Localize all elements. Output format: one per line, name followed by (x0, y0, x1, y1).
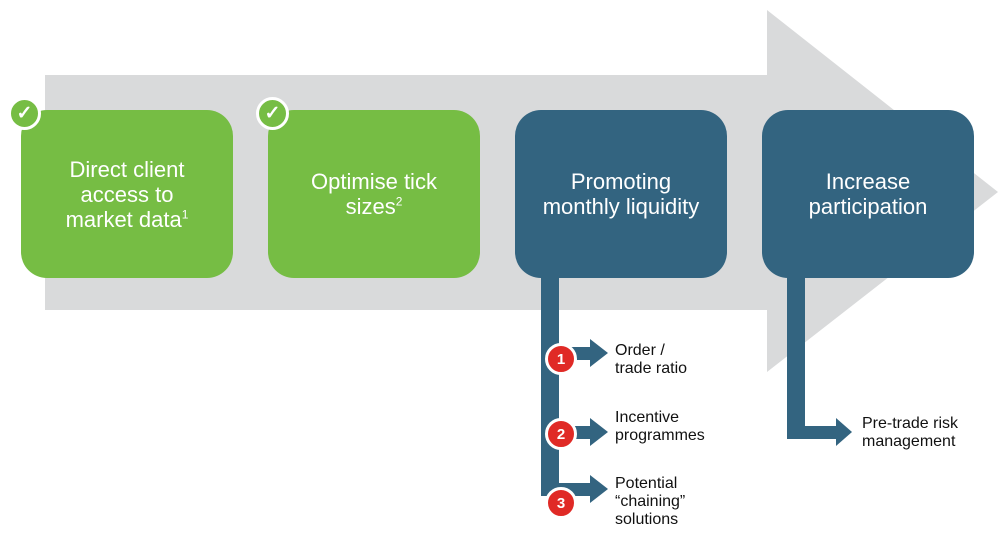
sub-item-line: Pre-trade risk (862, 415, 959, 432)
check-icon: ✓ (256, 97, 289, 130)
branch-head-participation (836, 418, 852, 446)
step-label-line: market data1 (66, 207, 189, 232)
step-label-text: sizes (345, 194, 396, 219)
step-label: Increase participation (809, 169, 928, 219)
branch-head-2 (590, 418, 608, 446)
sub-item-incentive-programmes: Incentive programmes (615, 409, 705, 445)
connector-stem-participation (787, 270, 805, 439)
step-direct-client-access: Direct client access to market data1 (21, 110, 233, 278)
sub-item-line: Potential (615, 475, 678, 492)
number-badge: 1 (545, 343, 577, 375)
sub-item-line: programmes (615, 427, 705, 444)
step-label: Direct client access to market data1 (66, 157, 189, 232)
footnote-marker: 1 (181, 207, 189, 222)
sub-item-line: Incentive (615, 409, 680, 426)
step-label: Promoting monthly liquidity (543, 169, 700, 219)
step-label: Optimise tick sizes2 (311, 169, 437, 219)
connector-stem (541, 270, 559, 496)
number-badge: 2 (545, 418, 577, 450)
sub-item-pre-trade-risk-management: Pre-trade risk management (862, 415, 958, 451)
step-promoting-monthly-liquidity: Promoting monthly liquidity (515, 110, 727, 278)
step-label-line: Direct client (69, 156, 185, 182)
branch-shaft-participation (805, 426, 838, 439)
step-label-line: Optimise tick (311, 169, 437, 194)
step-label-text: market data (65, 206, 182, 232)
sub-item-chaining-solutions: Potential “chaining” solutions (615, 475, 685, 529)
sub-item-line: solutions (615, 511, 679, 528)
step-label-line: Increase (825, 169, 911, 194)
number-badge: 3 (545, 487, 577, 519)
sub-item-line: “chaining” (615, 493, 686, 510)
sub-item-line: management (862, 433, 956, 450)
sub-item-line: trade ratio (615, 360, 688, 377)
branch-head-3 (590, 475, 608, 503)
step-increase-participation: Increase participation (762, 110, 974, 278)
footnote-marker: 2 (395, 194, 403, 209)
sub-item-order-trade-ratio: Order / trade ratio (615, 342, 687, 378)
step-label-line: sizes2 (311, 194, 437, 219)
step-label-line: participation (808, 194, 928, 219)
branch-head-1 (590, 339, 608, 367)
connector-participation (787, 270, 852, 446)
step-label-line: Promoting (570, 169, 672, 194)
check-icon: ✓ (8, 97, 41, 130)
step-label-line: monthly liquidity (542, 194, 700, 219)
step-optimise-tick-sizes: Optimise tick sizes2 (268, 110, 480, 278)
step-label-line: access to (80, 181, 174, 207)
sub-item-line: Order / (615, 342, 665, 359)
